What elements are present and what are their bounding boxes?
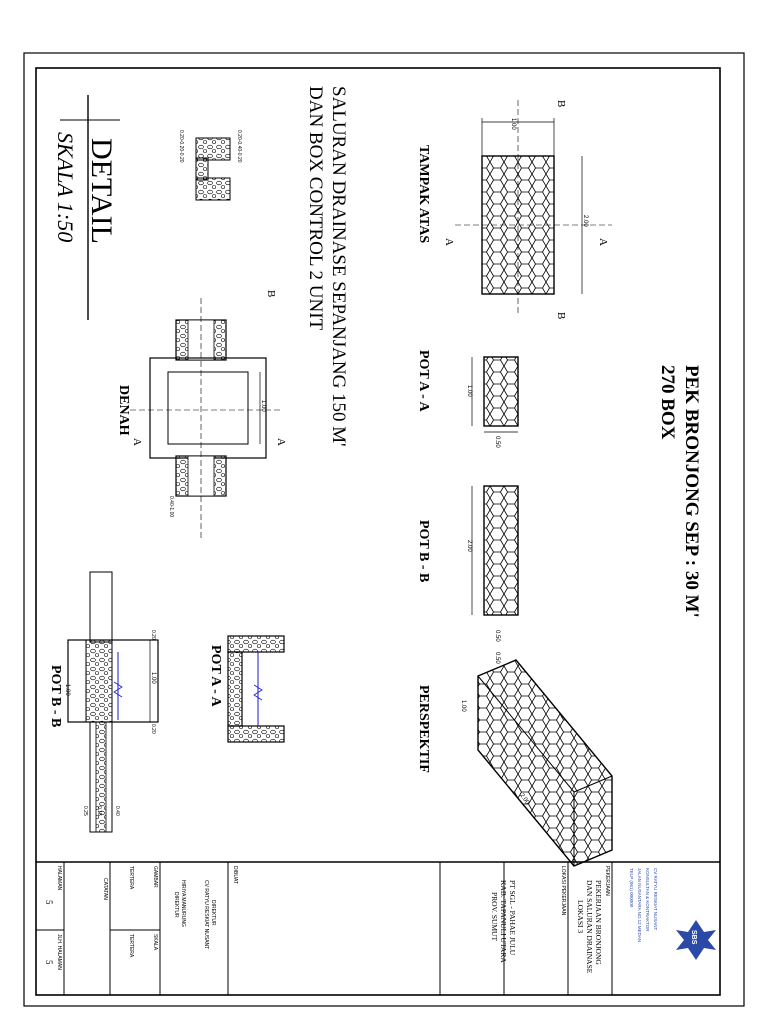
dim-chain: 0.20-0.40-0.20 <box>236 130 242 163</box>
denah-box-outer <box>149 357 267 459</box>
project-line-1: PEKERJAAN BRONJONG <box>594 880 603 965</box>
water-symbol <box>253 684 263 701</box>
pot-bb-box-wall <box>85 639 113 723</box>
section-detail-bottom <box>195 177 231 201</box>
company-line-1: CV RATYU RESKIAT NUSANT <box>653 868 658 931</box>
denah-box-inner <box>167 371 249 445</box>
location-line-3: PROV. SUMUT <box>490 892 499 941</box>
perspektif-edge <box>477 675 575 793</box>
label-tertera-2: TERTERA <box>128 934 134 958</box>
dim-label: 0.25 <box>82 806 88 816</box>
company-line-2: KONSULTAN & KONTRAKTOR <box>645 868 650 932</box>
page-number: 5 <box>44 900 54 905</box>
saluran-title-2-group: DAN BOX CONTROL 2 UNIT <box>305 86 326 331</box>
project-line-2: DAN SALURAN DRAINASE <box>585 880 594 974</box>
bronjong-title-1-group: PEK BRONJONG SEP : 30 M' <box>681 365 702 618</box>
company-logo <box>676 920 716 960</box>
label-gambar: GAMBAR <box>152 866 158 888</box>
director-company: CV RATYU RESKIAT NUSANT <box>203 880 209 949</box>
project-line-3: LOKASI 3 <box>576 900 585 933</box>
dim-label: 0.15 <box>96 806 102 816</box>
detail-scale-group: SKALA 1:50 <box>53 132 78 242</box>
section-mark-a: A <box>443 238 455 246</box>
detail-scale: SKALA 1:50 <box>53 132 78 242</box>
location-line-2: KAB. TAPANULI UTARA <box>499 880 508 963</box>
dim-label: 2.00 <box>582 215 588 227</box>
perspektif-edge <box>573 775 613 793</box>
pot-bb-gabion <box>483 485 519 616</box>
dim-label: 2.00 <box>518 793 530 807</box>
director-role: DIREKTUR <box>210 900 216 926</box>
pot-aa-box-top <box>227 635 285 653</box>
label-pekerjaan: PEKERJAAN <box>604 866 610 896</box>
director-name: HIRIYA MANURUNG <box>180 880 186 927</box>
director-title: DIREKTUR <box>173 892 179 918</box>
bronjong-title-2-group: 270 BOX <box>657 365 678 440</box>
label-dibuat: DIBUAT <box>232 866 238 884</box>
section-detail-top <box>195 137 231 161</box>
view-label-tampak-atas: TAMPAK ATAS <box>416 145 431 243</box>
denah-mark-a: A <box>131 438 143 446</box>
location-line-1: PT SGL - PAHAE JULU <box>508 880 517 956</box>
saluran-title-1: SALURAN DRAINASE SEPANJANG 150 M' <box>328 86 349 447</box>
section-mark-b: B <box>555 312 567 319</box>
dim-label: 0.50 <box>494 436 500 448</box>
outer-border <box>23 52 745 1007</box>
view-label-pot-bb-2: POT B - B <box>48 665 63 727</box>
pot-bb-box <box>67 639 159 723</box>
pot-aa-box-base <box>227 651 243 727</box>
pot-bb-channel-top <box>89 571 113 643</box>
saluran-title-1-group: SALURAN DRAINASE SEPANJANG 150 M' <box>328 86 349 447</box>
dim-label: 1.00 <box>260 400 266 412</box>
label-jml-halaman: JLH. HALAMAN <box>56 934 62 970</box>
dim-label: 0.20 <box>150 724 156 734</box>
dim-label: 1.00 <box>150 672 156 684</box>
pot-bb-channel-fill <box>95 721 107 833</box>
dim-label: 2.00 <box>466 540 472 552</box>
dim-label: 1.00 <box>64 684 70 696</box>
detail-title-group: DETAIL <box>85 138 118 244</box>
dim-label: 1.00 <box>466 385 472 397</box>
dim-label: 1.00 <box>460 700 466 712</box>
section-mark-a: A <box>597 238 609 246</box>
bronjong-title-2: 270 BOX <box>657 365 678 440</box>
dim-label: 0.40 <box>114 806 120 816</box>
label-lokasi: LOKASI PEKERJAAN <box>560 866 566 916</box>
label-catatan: CATATAN <box>102 878 108 900</box>
view-label-denah: DENAH <box>116 385 131 436</box>
saluran-title-2: DAN BOX CONTROL 2 UNIT <box>305 86 326 331</box>
label-halaman: HALAMAN <box>56 866 62 891</box>
detail-title: DETAIL <box>85 138 118 244</box>
dim-label: 0.20 <box>150 630 156 640</box>
company-line-4: TELP (061) 000000 <box>629 868 634 908</box>
bronjong-title-1: PEK BRONJONG SEP : 30 M' <box>681 365 702 618</box>
title-block: SBS CV RATYU RESKIAT NUSANT KONSULTAN & … <box>36 862 716 995</box>
perspektif-gabion <box>477 659 613 867</box>
section-detail-base <box>195 157 209 181</box>
view-label-pot-aa: POT A - A <box>416 350 431 412</box>
section-mark-b: B <box>555 100 567 107</box>
pot-aa-box-bottom <box>227 725 285 743</box>
dim-label: 0.50 <box>494 630 500 642</box>
dim-label: 1.00 <box>510 118 516 130</box>
logo-text: SBS <box>690 930 697 945</box>
view-label-pot-bb: POT B - B <box>416 520 431 582</box>
water-symbol <box>113 681 123 698</box>
view-label-pot-aa-2: POT A - A <box>208 645 223 707</box>
dim-label: 0.50 <box>494 652 500 664</box>
company-line-3: JALAN NUSANTARA NO.12 MEDAN <box>637 868 642 942</box>
denah-mark-a: A <box>275 438 287 446</box>
page-total: 5 <box>44 960 54 965</box>
dim-chain: 0.40-1.00 <box>168 496 174 517</box>
pot-aa-gabion <box>483 356 519 427</box>
view-label-perspektif: PERSPEKTIF <box>416 685 431 773</box>
label-skala: SKALA <box>152 934 158 951</box>
denah-mark-b: B <box>265 290 277 297</box>
dim-chain: 0.20-0.20-0.20 <box>178 130 184 163</box>
inner-border <box>35 67 721 996</box>
label-tertera: TERTERA <box>128 866 134 890</box>
